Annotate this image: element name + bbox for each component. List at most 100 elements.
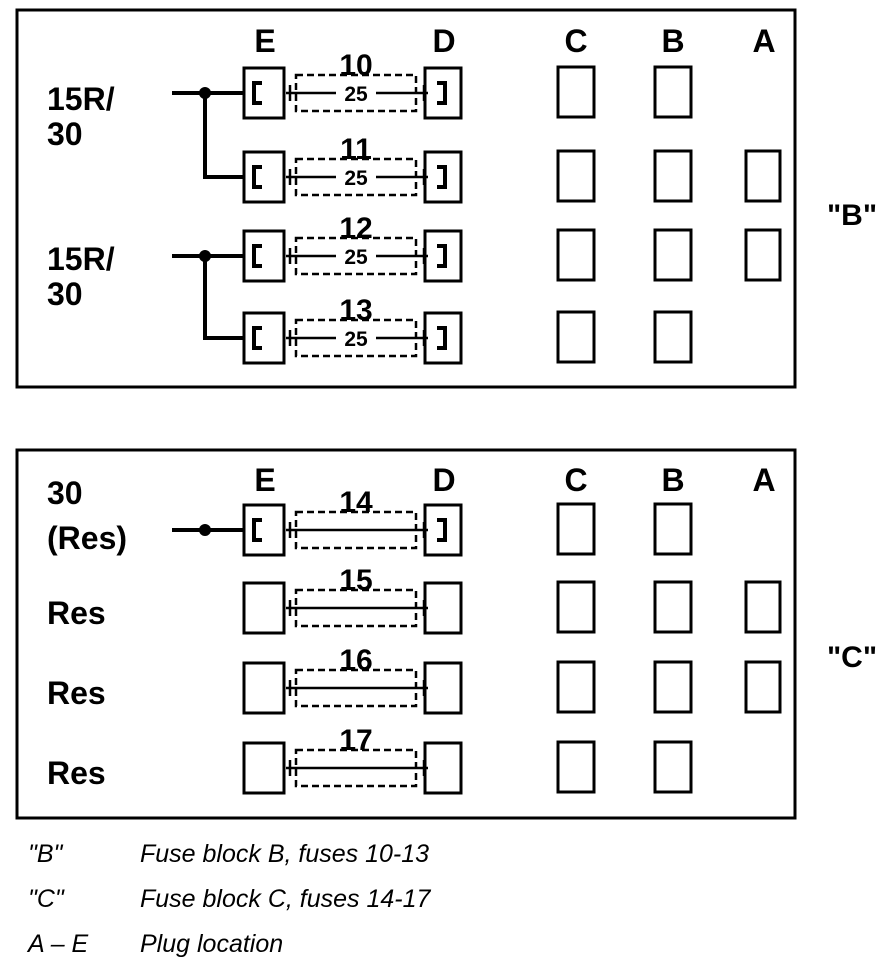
plug-b xyxy=(653,502,693,556)
fuse-number: 17 xyxy=(339,724,372,757)
fuse-row: 14 xyxy=(242,486,693,557)
plug-a xyxy=(744,580,782,634)
legend-text: Plug location xyxy=(140,930,284,958)
plug-b xyxy=(653,660,693,714)
column-header-d: D xyxy=(432,462,455,498)
fuse-amp-bg xyxy=(336,326,376,348)
plug-e xyxy=(242,503,286,557)
plug-c xyxy=(556,228,596,282)
terminal-clip-e xyxy=(252,81,262,105)
plug-b xyxy=(653,580,693,634)
plug-e xyxy=(242,150,286,204)
plug-c xyxy=(556,310,596,364)
block-tag-c: "C" xyxy=(827,641,877,674)
legend-key: "B" xyxy=(28,840,63,868)
plug-b xyxy=(653,65,693,119)
junction-dot xyxy=(199,250,211,262)
column-header-e: E xyxy=(254,462,275,498)
legend-text: Fuse block B, fuses 10-13 xyxy=(140,840,430,868)
legend-key: A – E xyxy=(28,930,89,958)
fuse-number: 10 xyxy=(339,49,372,82)
plug-d xyxy=(423,150,463,204)
plug-b xyxy=(653,149,693,203)
junction-dot xyxy=(199,524,211,536)
terminal-clip-e xyxy=(252,326,262,350)
legend-key: "C" xyxy=(28,885,64,913)
feed-label: 15R/ xyxy=(47,241,115,277)
feed-label: (Res) xyxy=(47,520,127,556)
plug-c xyxy=(556,65,596,119)
column-header-b: B xyxy=(661,23,684,59)
column-header-c: C xyxy=(564,462,587,498)
junction-dot xyxy=(199,87,211,99)
plug-c xyxy=(556,149,596,203)
fuse-row: 15 xyxy=(242,564,782,635)
column-header-a: A xyxy=(752,462,775,498)
feed-label: 15R/ xyxy=(47,81,115,117)
legend-row: "B" Fuse block B, fuses 10-13 xyxy=(28,832,430,877)
column-header-e: E xyxy=(254,23,275,59)
fuse-block-b-frame xyxy=(15,8,797,389)
legend: "B" Fuse block B, fuses 10-13 "C" Fuse b… xyxy=(28,832,430,967)
fuse-number: 13 xyxy=(339,294,372,327)
plug-a xyxy=(744,660,782,714)
column-header-c: C xyxy=(564,23,587,59)
terminal-clip-e xyxy=(252,165,262,189)
fuse-number: 15 xyxy=(339,564,372,597)
fuse-row: 17 xyxy=(242,724,693,795)
fuse-row: 16 xyxy=(242,644,782,715)
plug-a xyxy=(744,228,782,282)
plug-b xyxy=(653,228,693,282)
terminal-clip-d xyxy=(437,518,447,542)
plug-e xyxy=(242,229,286,283)
fuse-number: 16 xyxy=(339,644,372,677)
plug-d xyxy=(423,741,463,795)
plug-c xyxy=(556,580,596,634)
feed-label: Res xyxy=(47,595,106,631)
plug-b xyxy=(653,740,693,794)
fuse-amperage: 25 xyxy=(344,328,368,351)
fuse-amperage: 25 xyxy=(344,246,368,269)
fuse-amperage: 25 xyxy=(344,167,368,190)
fuse-amp-bg xyxy=(336,81,376,103)
column-header-b: B xyxy=(661,462,684,498)
legend-row: A – E Plug location xyxy=(28,922,430,967)
plug-e xyxy=(242,741,286,795)
legend-text: Fuse block C, fuses 14-17 xyxy=(140,885,431,913)
terminal-clip-d xyxy=(437,165,447,189)
plug-e xyxy=(242,661,286,715)
terminal-clip-d xyxy=(437,81,447,105)
terminal-clip-d xyxy=(437,244,447,268)
plug-b xyxy=(653,310,693,364)
legend-row: "C" Fuse block C, fuses 14-17 xyxy=(28,877,430,922)
plug-e xyxy=(242,66,286,120)
plug-c xyxy=(556,740,596,794)
plug-e xyxy=(242,581,286,635)
terminal-clip-d xyxy=(437,326,447,350)
plug-d xyxy=(423,661,463,715)
column-header-a: A xyxy=(752,23,775,59)
feed-label: 30 xyxy=(47,116,83,152)
fuse-block-c-frame xyxy=(15,448,797,820)
fuse-number: 12 xyxy=(339,212,372,245)
fuse-number: 14 xyxy=(339,486,373,519)
plug-c xyxy=(556,660,596,714)
fuse-amp-bg xyxy=(336,244,376,266)
terminal-clip-e xyxy=(252,518,262,542)
block-tag-b: "B" xyxy=(827,199,877,232)
plug-a xyxy=(744,149,782,203)
fuse-number: 11 xyxy=(340,133,372,166)
fuse-amp-bg xyxy=(336,165,376,187)
feed-label: 30 xyxy=(47,475,83,511)
feed-label: Res xyxy=(47,755,106,791)
feed-label: Res xyxy=(47,675,106,711)
feed-label: 30 xyxy=(47,276,83,312)
feed-wiring-b xyxy=(172,91,244,340)
terminal-clip-e xyxy=(252,244,262,268)
